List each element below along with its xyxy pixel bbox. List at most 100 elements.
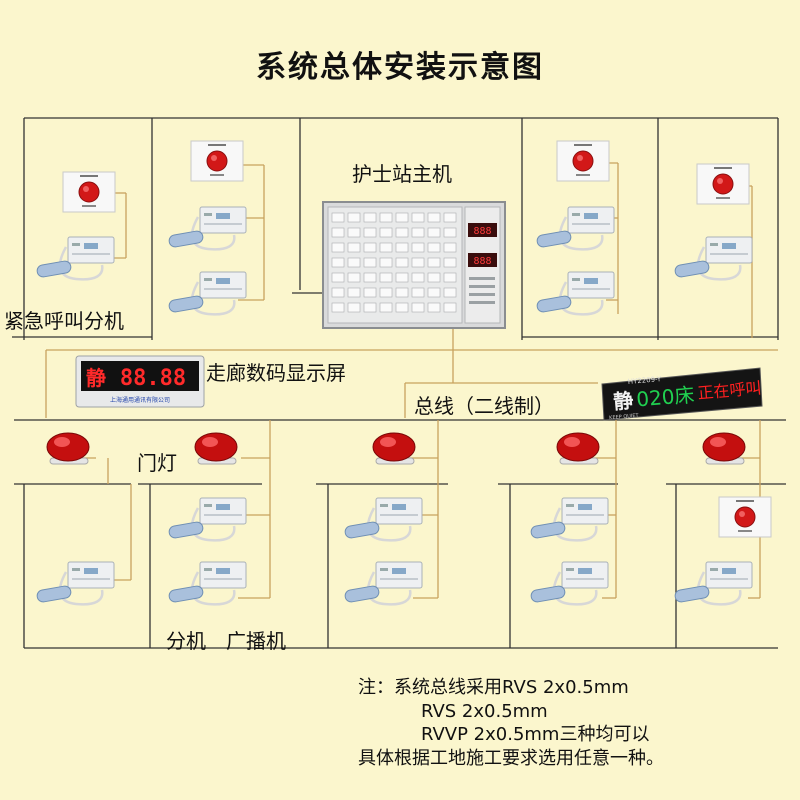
bedside-extension-11 — [530, 496, 610, 546]
bedside-extension-10 — [344, 560, 424, 610]
emergency-button-2 — [62, 171, 116, 213]
host-key — [331, 287, 345, 298]
corridor-display-label: 走廊数码显示屏 — [206, 361, 346, 385]
host-key — [363, 287, 377, 298]
host-key — [395, 302, 409, 313]
host-key — [395, 287, 409, 298]
bedside-extension-6 — [674, 235, 754, 285]
host-key — [379, 302, 393, 313]
note-line-2: RVS 2x0.5mm — [358, 700, 548, 722]
host-key — [331, 272, 345, 283]
host-key — [379, 257, 393, 268]
host-key — [427, 287, 441, 298]
note-line-3: RVVP 2x0.5mm三种均可以 — [358, 724, 650, 745]
bedside-extension-5 — [536, 270, 616, 320]
host-key — [347, 257, 361, 268]
host-key — [443, 272, 457, 283]
bedside-extension-1 — [168, 205, 248, 255]
host-key — [395, 242, 409, 253]
host-key — [395, 227, 409, 238]
host-key — [347, 272, 361, 283]
note-line-1: 注：系统总线采用RVS 2x0.5mm — [358, 677, 629, 698]
host-key — [347, 287, 361, 298]
door-light-label: 门灯 — [137, 451, 177, 475]
host-key — [331, 212, 345, 223]
host-key — [443, 287, 457, 298]
host-key — [395, 257, 409, 268]
host-key — [395, 212, 409, 223]
extension-label: 分机 — [166, 629, 206, 653]
bedside-extension-3 — [36, 235, 116, 285]
host-key — [443, 227, 457, 238]
host-key — [443, 242, 457, 253]
led-bed-display: HY2209-Y 静 KEEP QUIET 020床 正在呼叫 — [598, 366, 764, 422]
led-sub: KEEP QUIET — [609, 413, 640, 422]
host-key — [427, 272, 441, 283]
bedside-extension-12 — [530, 560, 610, 610]
emergency-button-1 — [190, 140, 244, 182]
host-key — [363, 272, 377, 283]
led-quiet-char: 静 — [612, 388, 634, 414]
host-key — [331, 302, 345, 313]
bedside-extension-2 — [168, 270, 248, 320]
host-key — [411, 242, 425, 253]
svg-text:888: 888 — [473, 226, 491, 237]
corridor-footer: 上海通用通讯有限公司 — [110, 396, 170, 404]
host-key — [379, 227, 393, 238]
svg-text:888: 888 — [473, 256, 491, 267]
bedside-extension-14 — [674, 560, 754, 610]
led-bed-number: 020床 — [635, 383, 695, 412]
host-key — [443, 257, 457, 268]
host-key — [411, 257, 425, 268]
host-key — [427, 257, 441, 268]
host-key — [331, 242, 345, 253]
bedside-extension-8 — [168, 560, 248, 610]
host-key — [347, 242, 361, 253]
led-model: HY2209-Y — [627, 375, 662, 386]
note-line-4: 具体根据工地施工要求选用任意一种。 — [358, 747, 664, 769]
host-key — [363, 242, 377, 253]
bus-label: 总线（二线制） — [414, 394, 554, 418]
diagram-title: 系统总体安装示意图 — [256, 50, 544, 85]
bedside-extension-13 — [36, 560, 116, 610]
emergency-button-4 — [696, 163, 750, 205]
host-key — [363, 227, 377, 238]
host-key — [347, 227, 361, 238]
host-key — [363, 212, 377, 223]
bedside-extension-9 — [344, 496, 424, 546]
nurse-station-label: 护士站主机 — [352, 162, 452, 186]
host-key — [443, 212, 457, 223]
corridor-display-screen: 静 88.88 上海通用通讯有限公司 — [75, 355, 205, 408]
door-light-1 — [40, 430, 98, 468]
host-key — [363, 302, 377, 313]
bedside-extension-4 — [536, 205, 616, 255]
host-key — [427, 212, 441, 223]
host-key — [427, 227, 441, 238]
host-key — [411, 302, 425, 313]
door-light-4 — [550, 430, 608, 468]
host-key — [411, 287, 425, 298]
host-key — [331, 257, 345, 268]
host-key — [363, 257, 377, 268]
host-key — [411, 272, 425, 283]
nurse-station-host: 888 888 — [322, 201, 506, 329]
host-key — [379, 242, 393, 253]
emergency-unit-label: 紧急呼叫分机 — [4, 309, 124, 333]
bedside-extension-7 — [168, 496, 248, 546]
host-key — [379, 212, 393, 223]
emergency-button-3 — [556, 140, 610, 182]
host-key — [411, 212, 425, 223]
door-light-3 — [366, 430, 424, 468]
emergency-button-5 — [718, 496, 772, 538]
installation-note: 注：系统总线采用RVS 2x0.5mm RVS 2x0.5mm RVVP 2x0… — [358, 676, 664, 770]
corridor-quiet-char: 静 — [86, 366, 106, 390]
corridor-digits: 88.88 — [120, 366, 186, 391]
host-key — [395, 272, 409, 283]
host-key — [411, 227, 425, 238]
door-light-2 — [188, 430, 246, 468]
host-key — [427, 242, 441, 253]
host-key — [331, 227, 345, 238]
host-key — [347, 302, 361, 313]
